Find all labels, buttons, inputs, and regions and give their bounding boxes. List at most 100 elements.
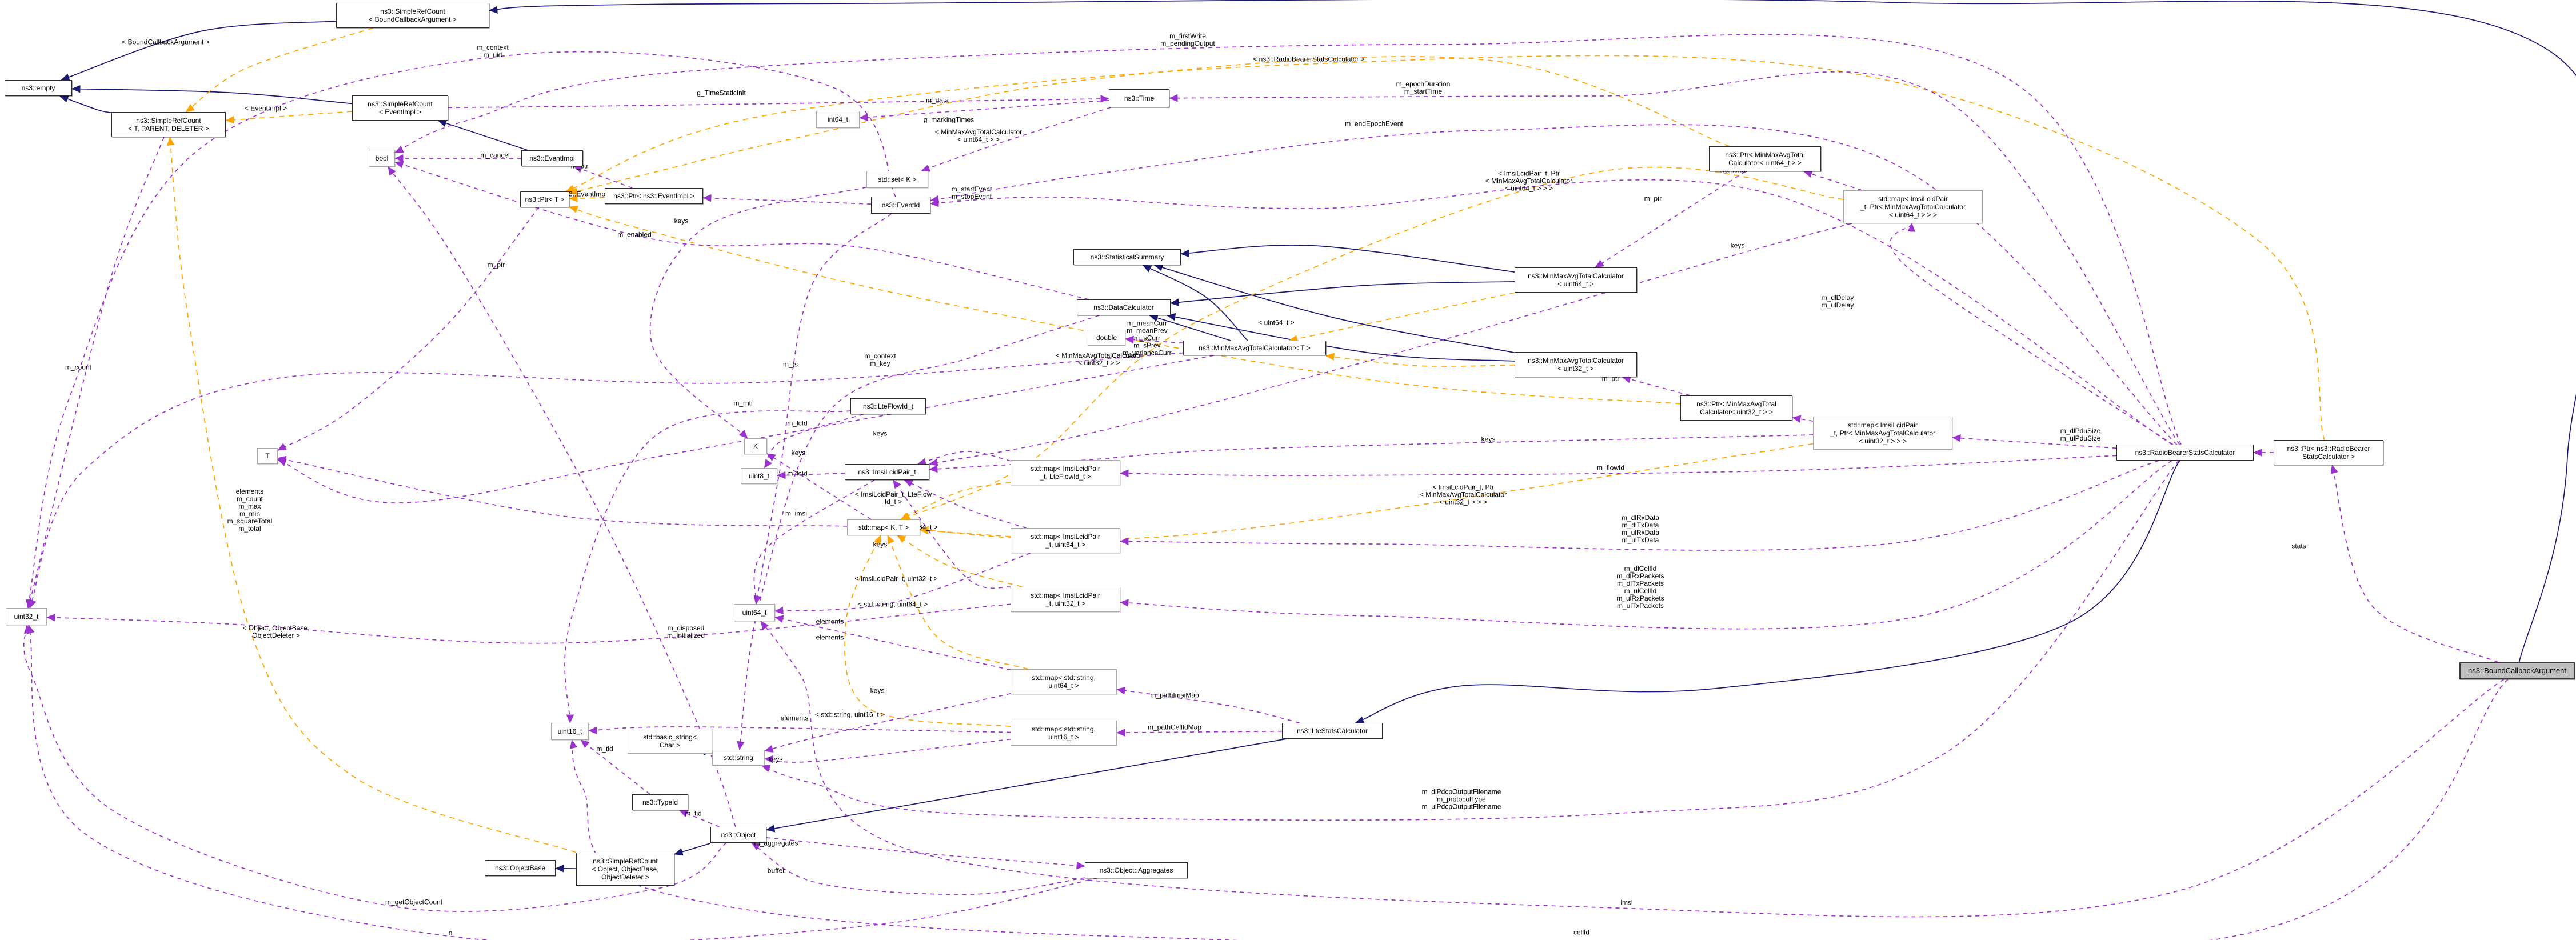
- node-empty[interactable]: ns3::empty: [5, 80, 72, 96]
- node-object[interactable]: ns3::Object: [710, 827, 766, 843]
- node-eventId[interactable]: ns3::EventId: [871, 197, 930, 214]
- edge-map32p-ptr32: [1792, 415, 1814, 423]
- node-label-line: uint16_t >: [1048, 733, 1079, 741]
- node-setK[interactable]: std::set< K >: [866, 171, 928, 188]
- node-mmat64[interactable]: ns3::MinMaxAvgTotalCalculator< uint64_t …: [1515, 267, 1637, 293]
- node-label-line: < uint32_t > > >: [1858, 437, 1907, 445]
- edge-mmat64-dataCalc: [1170, 281, 1515, 306]
- edge-ptrRBSC-ptrT: [565, 55, 2325, 441]
- node-mapS16[interactable]: std::map< std::string,uint16_t >: [1011, 721, 1117, 746]
- node-label-line: ns3::LteFlowId_t: [862, 402, 914, 410]
- node-srcBCA[interactable]: ns3::SimpleRefCount< BoundCallbackArgume…: [336, 3, 489, 28]
- node-ptrT[interactable]: ns3::Ptr< T >: [520, 191, 569, 207]
- edge-ptr32-mmat32: [1622, 375, 1690, 396]
- node-ltesc[interactable]: ns3::LteStatsCalculator: [1282, 723, 1383, 739]
- node-map32p[interactable]: std::map< ImsiLcidPair_t, Ptr< MinMaxAvg…: [1813, 417, 1952, 450]
- node-label-line: std::map< ImsiLcidPair: [1878, 195, 1948, 203]
- node-basicStr[interactable]: std::basic_string<Char >: [628, 729, 712, 754]
- node-label-line: < BoundCallbackArgument >: [369, 15, 457, 23]
- node-ptrEI[interactable]: ns3::Ptr< ns3::EventImpl >: [605, 188, 703, 204]
- node-label-line: ns3::Ptr< MinMaxAvgTotal: [1696, 400, 1776, 408]
- node-uint64[interactable]: uint64_t: [734, 604, 775, 621]
- edge-imsiLcid-uint8: [777, 471, 845, 479]
- node-label-line: < EventImpl >: [378, 108, 422, 116]
- node-label-line: std::map< K, T >: [858, 523, 909, 531]
- node-map32m[interactable]: std::map< ImsiLcidPair_t, uint32_t >: [1011, 587, 1120, 612]
- node-mapLte[interactable]: std::map< ImsiLcidPair_t, LteFlowId_t >: [1011, 460, 1120, 485]
- node-rbsc[interactable]: ns3::RadioBearerStatsCalculator: [2116, 445, 2254, 461]
- edge-map32p-mapKT: [920, 443, 1814, 541]
- node-dataCalc[interactable]: ns3::DataCalculator: [1077, 299, 1171, 315]
- node-mmatT[interactable]: ns3::MinMaxAvgTotalCalculator< T >: [1183, 341, 1326, 355]
- node-label-line: < T, PARENT, DELETER >: [128, 125, 209, 133]
- node-T[interactable]: T: [257, 448, 278, 464]
- node-uint16[interactable]: uint16_t: [551, 723, 589, 740]
- node-label-line: < Object, ObjectBase,: [592, 865, 659, 873]
- edge-lteFlow-uint8: [764, 414, 864, 469]
- node-label-line: ns3::MinMaxAvgTotalCalculator: [1528, 272, 1624, 280]
- edge-ptr64-ptrT: [569, 56, 1730, 195]
- node-map64p[interactable]: std::map< ImsiLcidPair_t, Ptr< MinMaxAvg…: [1843, 190, 1983, 223]
- node-imsiLcid[interactable]: ns3::ImsiLcidPair_t: [845, 464, 929, 480]
- node-int64[interactable]: int64_t: [816, 111, 860, 128]
- node-lteFlow[interactable]: ns3::LteFlowId_t: [850, 398, 926, 414]
- node-label-line: std::map< ImsiLcidPair: [1031, 591, 1100, 599]
- edge-srcBCA-empty: [61, 21, 337, 81]
- node-label-line: K: [753, 442, 758, 450]
- node-K[interactable]: K: [744, 438, 767, 454]
- node-statSum[interactable]: ns3::StatisticalSummary: [1073, 249, 1181, 265]
- edge-map32m-uint32: [46, 603, 1011, 644]
- node-label-line: Calculator< uint32_t > >: [1700, 408, 1773, 416]
- edge-eventImpl-srcEI: [437, 119, 528, 151]
- edge-mmat64-mmatT: [1288, 292, 1515, 343]
- node-typeId[interactable]: ns3::TypeId: [632, 794, 688, 810]
- node-label-line: ObjectDeleter >: [601, 873, 649, 881]
- edge-bca-uint64: [760, 621, 2505, 918]
- edge-lteFlow-uint16: [564, 410, 851, 723]
- node-mmat32[interactable]: ns3::MinMaxAvgTotalCalculator< uint32_t …: [1515, 352, 1637, 377]
- node-label-line: ns3::MinMaxAvgTotalCalculator: [1528, 357, 1624, 365]
- node-aggregates[interactable]: ns3::Object::Aggregates: [1085, 862, 1188, 878]
- node-mapKT[interactable]: std::map< K, T >: [847, 519, 920, 535]
- edge-object-aggregates: [766, 837, 1085, 870]
- node-map64[interactable]: std::map< ImsiLcidPair_t, uint64_t >: [1011, 528, 1120, 553]
- node-label-line: ns3::Object: [721, 831, 756, 839]
- edge-object-uint32: [23, 625, 727, 912]
- node-label-line: ns3::MinMaxAvgTotalCalculator< T >: [1199, 344, 1311, 352]
- edge-typeId-uint16: [580, 739, 650, 795]
- node-time[interactable]: ns3::Time: [1109, 89, 1169, 107]
- edge-srcTPD-uint32: [26, 137, 165, 609]
- edge-mapKT-K: [766, 453, 872, 520]
- node-bool[interactable]: bool: [369, 150, 395, 167]
- node-label-line: uint64_t >: [1048, 682, 1079, 690]
- node-label-line: std::map< std::string,: [1032, 674, 1096, 682]
- node-srcObj[interactable]: ns3::SimpleRefCount< Object, ObjectBase,…: [576, 853, 674, 886]
- edge-eventId-uint64: [753, 213, 892, 605]
- edge-rbsc-eventId: [930, 124, 2178, 445]
- node-label-line: std::string: [723, 754, 754, 762]
- edge-mapKT-T: [277, 455, 848, 527]
- node-srcTPD[interactable]: ns3::SimpleRefCount< T, PARENT, DELETER …: [111, 112, 226, 137]
- node-objBase[interactable]: ns3::ObjectBase: [485, 860, 556, 876]
- node-label-line: ns3::TypeId: [642, 798, 678, 806]
- node-label-line: _t, uint64_t >: [1045, 541, 1085, 549]
- node-label-line: < uint64_t >: [1557, 280, 1594, 288]
- node-uint32[interactable]: uint32_t: [6, 608, 47, 625]
- edge-ptr64-mmat64: [1595, 171, 1746, 268]
- node-label-line: std::map< ImsiLcidPair: [1031, 533, 1100, 541]
- node-stdStr[interactable]: std::string: [712, 750, 765, 766]
- node-label-line: double: [1096, 334, 1117, 342]
- node-srcEI[interactable]: ns3::SimpleRefCount< EventImpl >: [352, 95, 448, 121]
- node-mapS64[interactable]: std::map< std::string,uint64_t >: [1011, 669, 1117, 694]
- edge-map64-imsiLcid: [904, 479, 1027, 529]
- edge-mmatT-dataCalc: [1149, 314, 1231, 341]
- node-uint8[interactable]: uint8_t: [741, 468, 777, 484]
- edge-object-srcObj: [674, 842, 711, 856]
- node-eventImpl[interactable]: ns3::EventImpl: [521, 150, 583, 166]
- edge-mapLte-mapKT: [900, 482, 1011, 520]
- node-double[interactable]: double: [1088, 330, 1125, 346]
